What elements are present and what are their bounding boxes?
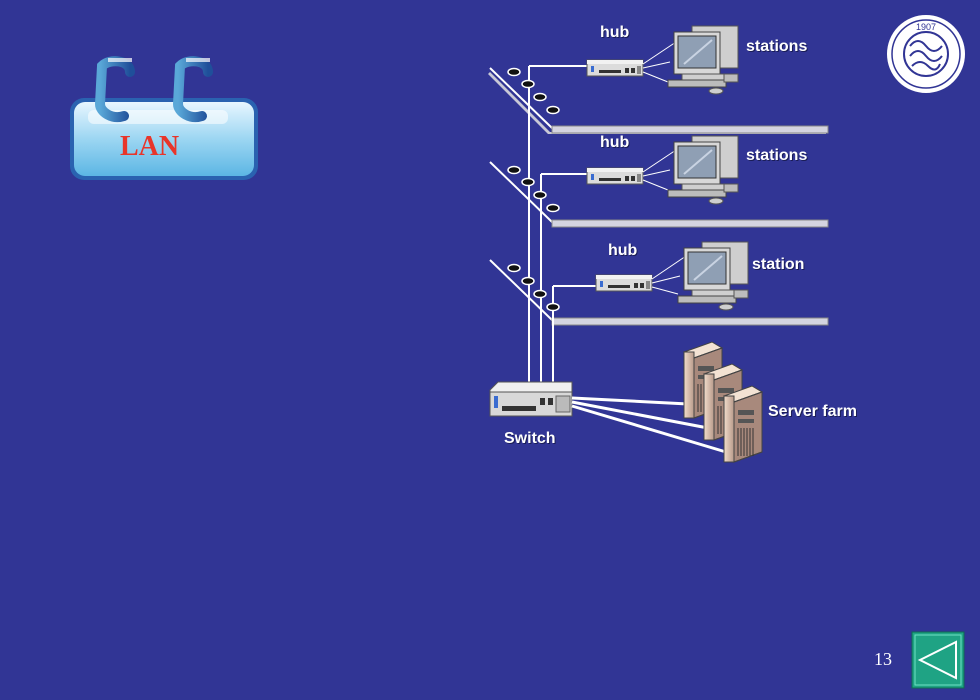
station-pc-1: [667, 25, 739, 95]
back-nav-button[interactable]: [911, 631, 965, 689]
lan-label: LAN: [120, 131, 180, 162]
station-pc-2: [667, 135, 739, 205]
riser-cables: [528, 65, 598, 382]
hub-device-1: [586, 59, 644, 77]
lan-badge: [70, 56, 258, 180]
server-3: [723, 385, 763, 463]
hub-label-3: hub: [608, 242, 638, 259]
stations-label-2: stations: [746, 147, 808, 164]
station-links: [642, 41, 687, 295]
stations-label-1: stations: [746, 38, 808, 55]
page-number: 13: [874, 649, 892, 669]
server-farm-label: Server farm: [768, 403, 857, 420]
seal-year: 1907: [916, 22, 936, 32]
station-label-3: station: [752, 256, 805, 273]
floor-connectors: [507, 67, 560, 312]
hub-device-2: [586, 167, 644, 185]
university-seal-logo: 1907: [885, 13, 967, 95]
hub-label-2: hub: [600, 134, 630, 151]
triangle-left-icon: [917, 640, 957, 680]
hub-device-3: [595, 274, 653, 292]
switch-device: [489, 381, 573, 417]
server-links: [571, 396, 727, 454]
switch-label: Switch: [504, 430, 556, 447]
floor-2: [489, 161, 829, 228]
floor-1: [488, 67, 829, 134]
station-pc-3: [677, 241, 749, 311]
hub-label-1: hub: [600, 24, 630, 41]
